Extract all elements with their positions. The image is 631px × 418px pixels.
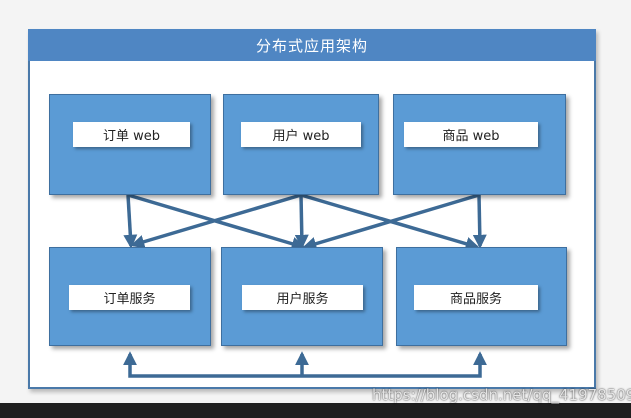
arrow-order-web-to-order-service bbox=[123, 194, 138, 249]
order-web-label: 订单 web bbox=[73, 122, 190, 147]
arrow-user-web-to-order-service bbox=[130, 193, 302, 249]
order-service-label: 订单服务 bbox=[69, 285, 190, 310]
arrow-product-web-to-user-service bbox=[302, 193, 480, 251]
product-service-label: 商品服务 bbox=[414, 285, 538, 310]
order-service-node: 订单服务 bbox=[49, 247, 211, 346]
product-web-label: 商品 web bbox=[404, 122, 538, 147]
user-web-node: 用户 web bbox=[223, 94, 379, 195]
order-web-node: 订单 web bbox=[49, 94, 211, 195]
arrow-user-web-to-user-service bbox=[294, 194, 309, 249]
user-service-label: 用户服务 bbox=[242, 285, 363, 310]
user-service-node: 用户服务 bbox=[221, 247, 383, 346]
diagram-title: 分布式应用架构 bbox=[28, 29, 596, 61]
service-interconnect bbox=[123, 351, 487, 378]
arrow-product-web-to-product-service bbox=[472, 194, 487, 249]
watermark-text: https://blog.csdn.net/qq_41978509 bbox=[372, 386, 631, 404]
product-service-node: 商品服务 bbox=[396, 247, 567, 346]
user-web-label: 用户 web bbox=[241, 122, 361, 147]
bottom-bar bbox=[0, 403, 631, 418]
product-web-node: 商品 web bbox=[393, 94, 566, 195]
